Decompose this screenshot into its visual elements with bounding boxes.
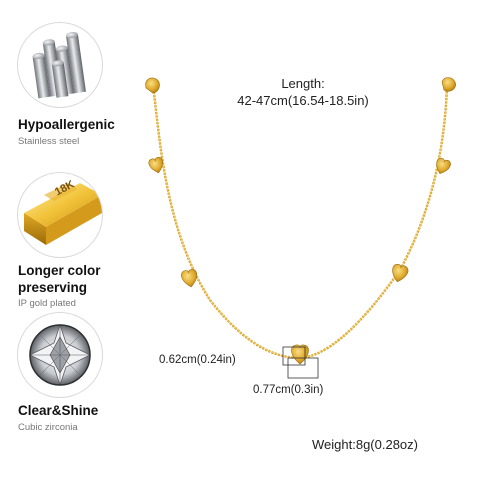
pendant-width-text: 0.77cm(0.3in) — [253, 384, 324, 396]
clasp-right — [441, 77, 456, 92]
pendant-height-box — [282, 346, 306, 366]
steel-rods-icon — [32, 31, 86, 99]
feature-subtitle-steel: Stainless steel — [18, 136, 80, 147]
length-value: 42-47cm(16.54-18.5in) — [237, 93, 369, 108]
feature-title-color-line2: preserving — [18, 280, 88, 295]
heart-charm — [148, 156, 164, 174]
feature-title-color-line1: Longer color — [18, 263, 101, 278]
pendant-width-box — [287, 357, 319, 379]
pendant-height-text: 0.62cm(0.24in) — [159, 354, 236, 366]
clasp-left — [145, 77, 160, 94]
heart-charm-center — [291, 344, 309, 365]
length-label: Length: — [281, 76, 325, 91]
diamond-icon — [29, 323, 91, 387]
feature-title-hypoallergenic: Hypoallergenic — [18, 117, 115, 132]
steel-circle — [17, 22, 103, 108]
feature-subtitle-gold: IP gold plated — [18, 298, 76, 309]
gold-bar-icon: 18K — [24, 178, 102, 245]
heart-charm — [181, 269, 198, 288]
length-label-block: Length: 42-47cm(16.54-18.5in) — [228, 75, 378, 109]
gold-circle: 18K — [17, 172, 103, 258]
weight-text: Weight:8g(0.28oz) — [312, 437, 418, 452]
feature-subtitle-zirconia: Cubic zirconia — [18, 422, 78, 433]
heart-charm — [436, 157, 451, 174]
feature-title-clear-shine: Clear&Shine — [18, 403, 99, 418]
necklace-chain — [151, 84, 449, 360]
heart-charm — [392, 263, 409, 283]
diamond-circle — [17, 312, 103, 398]
